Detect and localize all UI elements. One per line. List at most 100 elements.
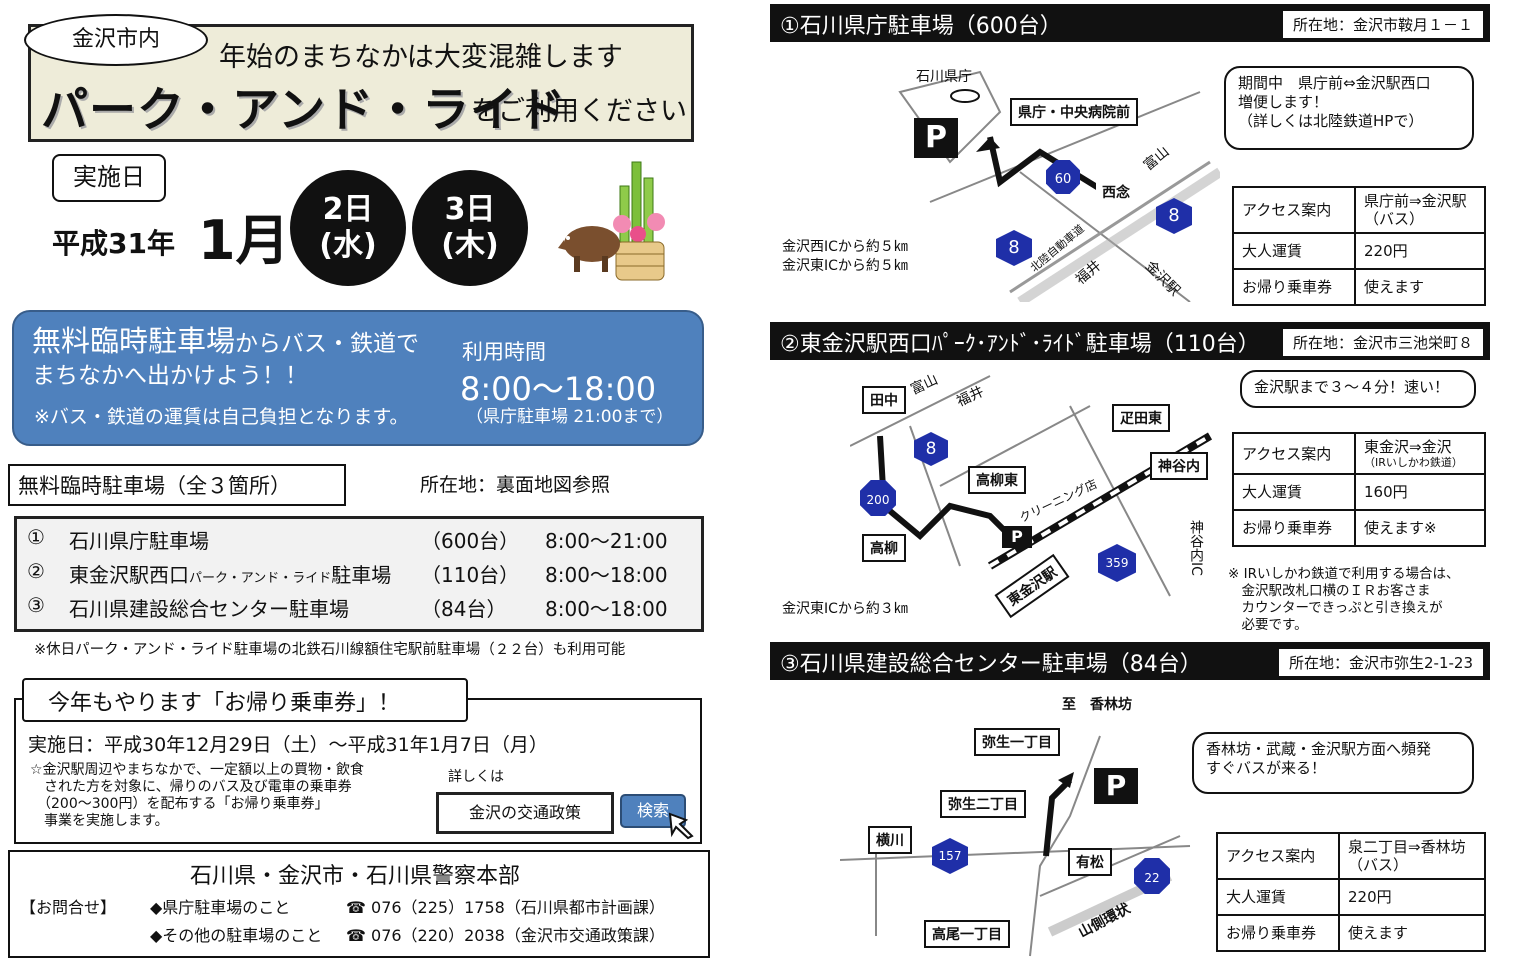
- fare-row: アクセス案内県庁前⇒金沢駅 （バス）: [1232, 186, 1486, 234]
- fare-key: お帰り乗車券: [1232, 268, 1356, 306]
- lot-name: 石川県庁駐車場: [69, 525, 209, 554]
- fare-value: 泉二丁目⇒香林坊 （バス）: [1338, 832, 1486, 880]
- banner-fare-note: ※バス・鉄道の運賃は自己負担となります。: [34, 406, 409, 428]
- lot2-route359-icon: 359: [1098, 544, 1136, 582]
- date-label: 実施日: [52, 154, 166, 202]
- kadomatsu-icon: [613, 161, 665, 281]
- fare-value: 220円: [1354, 232, 1486, 270]
- boar-icon: [558, 226, 620, 272]
- fare-value: 220円: [1338, 878, 1486, 916]
- lot-capacity: （110台）: [421, 563, 520, 587]
- lots-footnote: ※休日パーク・アンド・ライド駐車場の北鉄石川線額住宅駅前駐車場（２２台）も利用可…: [34, 642, 626, 658]
- date-year: 平成31年: [52, 227, 175, 260]
- contact-orgs: 石川県・金沢市・石川県警察本部: [190, 864, 521, 889]
- lot-name: 東金沢駅西口パーク・アンド・ライド駐車場: [69, 559, 391, 588]
- lot2-title-bar: ②東金沢駅西口ﾊﾟｰｸ･ｱﾝﾄﾞ･ﾗｲﾄﾞ駐車場（110台） 所在地：金沢市三池…: [770, 322, 1490, 360]
- lot-name: 石川県建設総合センター駐車場: [69, 593, 349, 622]
- fare-key: お帰り乗車券: [1216, 914, 1340, 952]
- search-field[interactable]: 金沢の交通政策: [436, 792, 614, 834]
- lot3-route157-icon: 157: [932, 838, 968, 874]
- lots-heading-box: 無料臨時駐車場（全３箇所）: [8, 464, 346, 506]
- lot2-takayanagi-east: 高柳東: [968, 466, 1026, 494]
- cursor-hand-icon: [668, 812, 694, 840]
- route-number: 157: [938, 849, 962, 863]
- lot3-bubble: 香林坊・武蔵・金沢駅方面へ頻発 すぐバスが来る！: [1192, 732, 1474, 794]
- lot1-title-bar: ①石川県庁駐車場（600台） 所在地：金沢市鞍月１－１: [770, 4, 1490, 42]
- hours-label: 利用時間: [462, 340, 546, 364]
- ticket-title: 今年もやります「お帰り乗車券」！: [48, 691, 401, 716]
- lot1-pref-office-label: 石川県庁: [916, 69, 972, 85]
- lot1-route60-icon: 60: [1046, 160, 1080, 194]
- day2-circle: 3日 (木): [412, 170, 528, 286]
- lot2-parking-icon: P: [1002, 526, 1032, 548]
- contact-phone[interactable]: ☎ 076（225）1758（石川県都市計画課）: [346, 898, 665, 917]
- route-number: 22: [1144, 871, 1160, 885]
- lot-name-part: 東金沢駅西口: [69, 563, 189, 587]
- lot1-route8-icon: 8: [996, 230, 1032, 266]
- fare-key: アクセス案内: [1232, 186, 1356, 234]
- fare-value-sub: （IRいしかわ鉄道）: [1364, 456, 1463, 469]
- ticket-title-box: 今年もやります「お帰り乗車券」！: [22, 678, 468, 722]
- lot1-bubble: 期間中 県庁前⇔金沢駅西口 増便します！ （詳しくは北陸鉄道HPで）: [1224, 66, 1474, 150]
- fare-key: 大人運賃: [1232, 232, 1356, 270]
- contact-section: 石川県・金沢市・石川県警察本部 【お問合せ】 ◆県庁駐車場のこと☎ 076（22…: [8, 850, 710, 958]
- lot3-arimatsu: 有松: [1068, 848, 1112, 876]
- headline-line1: 年始のまちなかは大変混雑します: [219, 42, 623, 73]
- day1-weekday: (水): [319, 228, 377, 263]
- lot3-yokogawa: 横川: [868, 826, 912, 854]
- fare-key: お帰り乗車券: [1232, 509, 1356, 547]
- lot2-title: ②東金沢駅西口ﾊﾟｰｸ･ｱﾝﾄﾞ･ﾗｲﾄﾞ駐車場（110台）: [780, 332, 1260, 357]
- fare-value: 県庁前⇒金沢駅 （バス）: [1354, 186, 1486, 234]
- fare-value: 使えます: [1338, 914, 1486, 952]
- fare-key: アクセス案内: [1232, 432, 1356, 475]
- banner-title-big: 無料臨時駐車場: [32, 324, 236, 358]
- lot3-parking-icon: P: [1094, 768, 1138, 804]
- day1-circle: 2日 (水): [290, 170, 406, 286]
- lot-hours: 8:00～21:00: [545, 529, 668, 553]
- contact-topic: ◆その他の駐車場のこと: [150, 926, 323, 945]
- lot3-yayoi2: 弥生二丁目: [940, 790, 1026, 818]
- contact-phone[interactable]: ☎ 076（220）2038（金沢市交通政策課）: [346, 926, 665, 945]
- hours-value: 8:00～18:00: [460, 370, 657, 408]
- banner-title-rest: からバス・鉄道で: [235, 331, 420, 357]
- fare-row: アクセス案内泉二丁目⇒香林坊 （バス）: [1216, 832, 1486, 880]
- lot1-saimen-label: 西念: [1096, 180, 1136, 204]
- lot-capacity: （600台）: [421, 529, 520, 553]
- lot-number: ③: [27, 593, 45, 617]
- lot-hours: 8:00～18:00: [545, 597, 668, 621]
- lot1-address: 所在地：金沢市鞍月１－１: [1281, 10, 1484, 39]
- ticket-dates: 実施日：平成30年12月29日（土）～平成31年1月7日（月）: [28, 734, 548, 756]
- headline-line2: をご利用ください: [471, 96, 687, 127]
- fare-row: お帰り乗車券使えます: [1232, 268, 1486, 306]
- fare-key: 大人運賃: [1216, 878, 1340, 916]
- lot1-title: ①石川県庁駐車場（600台）: [780, 14, 1062, 39]
- lot-number: ①: [27, 525, 45, 549]
- lot1-parking-icon: P: [914, 118, 958, 158]
- lot2-ir-footnote: ※ IRいしかわ鉄道で利用する場合は、 金沢駅改札口横のＩＲお客さま カウンター…: [1228, 566, 1460, 633]
- route-number: 8: [1008, 237, 1020, 258]
- search-button-label: 検索: [636, 801, 669, 820]
- fare-value: 東金沢⇒金沢（IRいしかわ鉄道）: [1354, 432, 1486, 475]
- lot2-address: 所在地：金沢市三池栄町８: [1281, 328, 1484, 357]
- banner-line2: まちなかへ出かけよう！！: [32, 363, 308, 389]
- lot-name-part: パーク・アンド・ライド: [189, 571, 332, 586]
- day2: 3日: [444, 192, 496, 227]
- lot3-yayoi1: 弥生一丁目: [974, 728, 1060, 756]
- lot3-address: 所在地：金沢市弥生2-1-23: [1278, 648, 1484, 677]
- lot-name-part: 駐車場: [331, 563, 392, 587]
- day1: 2日: [322, 192, 374, 227]
- fare-key: アクセス案内: [1216, 832, 1340, 880]
- lot3-to-korinbo: 至 香林坊: [1062, 697, 1132, 713]
- lot2-takayanagi: 高柳: [862, 534, 906, 562]
- lot1-access: 金沢西ICから約５㎞ 金沢東ICから約５㎞: [782, 239, 908, 274]
- hours-note: （県庁駐車場 21:00まで）: [466, 407, 674, 427]
- contact-row-2: ◆その他の駐車場のこと ☎ 076（220）2038（金沢市交通政策課）: [150, 922, 665, 946]
- fare-row: お帰り乗車券使えます※: [1232, 509, 1486, 547]
- route-number: 60: [1054, 172, 1072, 187]
